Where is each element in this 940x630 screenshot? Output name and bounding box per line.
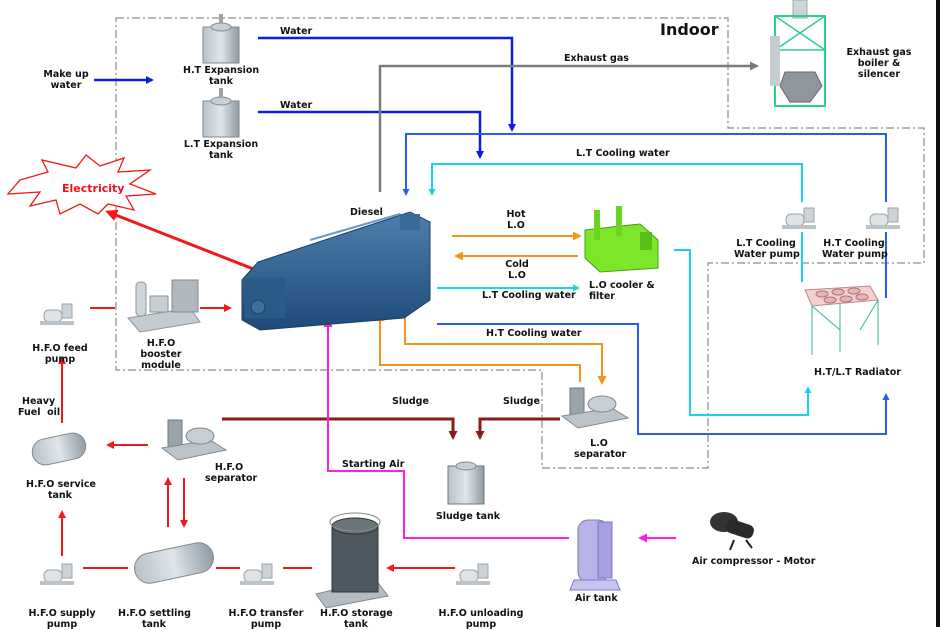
ht-cooling-pump-icon — [866, 207, 900, 229]
lt-cooling-water-mid-label: L.T Cooling water — [482, 290, 576, 301]
exhaust-boiler-icon — [770, 0, 826, 107]
water-flow-label-1: Water — [280, 26, 313, 37]
diesel-engine-icon — [241, 211, 431, 331]
right-border — [936, 0, 940, 627]
hfo-storage-tank-icon — [315, 512, 389, 609]
lt-cooling-water-top-label: L.T Cooling water — [576, 148, 670, 159]
hfo-unloading-pump-icon — [456, 563, 490, 585]
hfo-settling-tank-icon — [134, 542, 214, 584]
lo-cooler-label: L.O cooler &filter — [589, 280, 655, 302]
air-tank-icon — [569, 519, 621, 591]
lo-separator-icon — [560, 387, 630, 429]
lo-cooler-icon — [584, 206, 659, 273]
air-compressor-icon — [710, 512, 754, 551]
sludge-tank-label: Sludge tank — [435, 511, 501, 522]
radiator-icon — [804, 285, 879, 355]
electricity-starburst — [6, 154, 157, 215]
lt-cooling-pump-icon — [782, 207, 816, 229]
hfo-service-tank-icon — [31, 432, 87, 466]
air-compressor-label: Air compressor - Motor — [692, 556, 816, 567]
exhaust-gas-label: Exhaust gas — [564, 53, 629, 64]
hfo-separator-icon — [160, 419, 228, 461]
indoor-boundary — [115, 17, 925, 469]
starting-air-lines — [323, 318, 676, 543]
hfo-booster-module-icon — [127, 279, 201, 333]
hfo-supply-pump-icon — [40, 563, 74, 585]
sludge-tank-icon — [447, 461, 485, 505]
lube-oil-lines — [375, 231, 607, 385]
lt-cooling-lines — [428, 163, 812, 416]
ht-expansion-tank-icon — [202, 14, 240, 64]
hfo-transfer-pump-icon — [240, 563, 274, 585]
radiator-label: H.T/L.T Radiator — [814, 367, 901, 378]
lt-expansion-tank-icon — [202, 88, 240, 138]
diesel-label: Diesel — [350, 207, 383, 218]
water-flow-label-2: Water — [280, 100, 313, 111]
sludge-label-1: Sludge — [392, 396, 429, 407]
ht-cooling-lines — [402, 133, 890, 435]
starting-air-label: Starting Air — [342, 459, 405, 470]
electricity-label: Electricity — [62, 182, 125, 195]
air-tank-label: Air tank — [575, 593, 618, 604]
water-lines — [94, 36, 516, 159]
fuel-lines — [58, 304, 455, 572]
ht-cooling-water-label: H.T Cooling water — [486, 328, 582, 339]
exhaust-gas-line — [378, 61, 759, 192]
sludge-lines — [222, 417, 560, 440]
hfo-feed-pump-icon — [40, 303, 74, 325]
electricity-arrow — [105, 209, 257, 272]
indoor-label: Indoor — [660, 20, 719, 39]
sludge-label-2: Sludge — [503, 396, 540, 407]
